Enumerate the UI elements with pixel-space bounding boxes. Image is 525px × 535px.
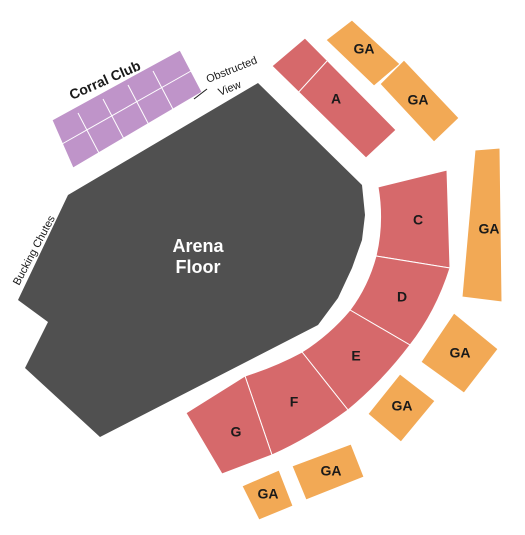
arena-floor-label-line2: Floor [176,257,221,277]
ga-top-2[interactable] [379,59,460,143]
ga-right-3[interactable] [367,373,436,443]
corral-club-col-divider [102,98,126,142]
corral-club-col-divider [152,70,176,114]
section-a[interactable] [271,37,397,159]
corral-club-section[interactable] [51,49,203,169]
arena-floor[interactable] [18,83,365,437]
ga-bottom-1[interactable] [291,443,365,501]
corral-club-row-divider [61,70,192,145]
corral-club-block[interactable] [51,49,203,169]
corral-club-col-divider [77,112,101,156]
corral-club-col-divider [127,84,151,128]
ga-right-1[interactable] [461,147,503,303]
section-a-block[interactable] [271,37,397,159]
section-g[interactable] [185,375,273,475]
section-a-divider [295,60,328,96]
arena-floor-label-line1: Arena [172,236,224,256]
ga-right-2[interactable] [420,312,499,394]
obstructed-view-pointer [193,88,208,100]
ga-bottom-2[interactable] [241,469,294,521]
section-c[interactable] [375,169,451,269]
